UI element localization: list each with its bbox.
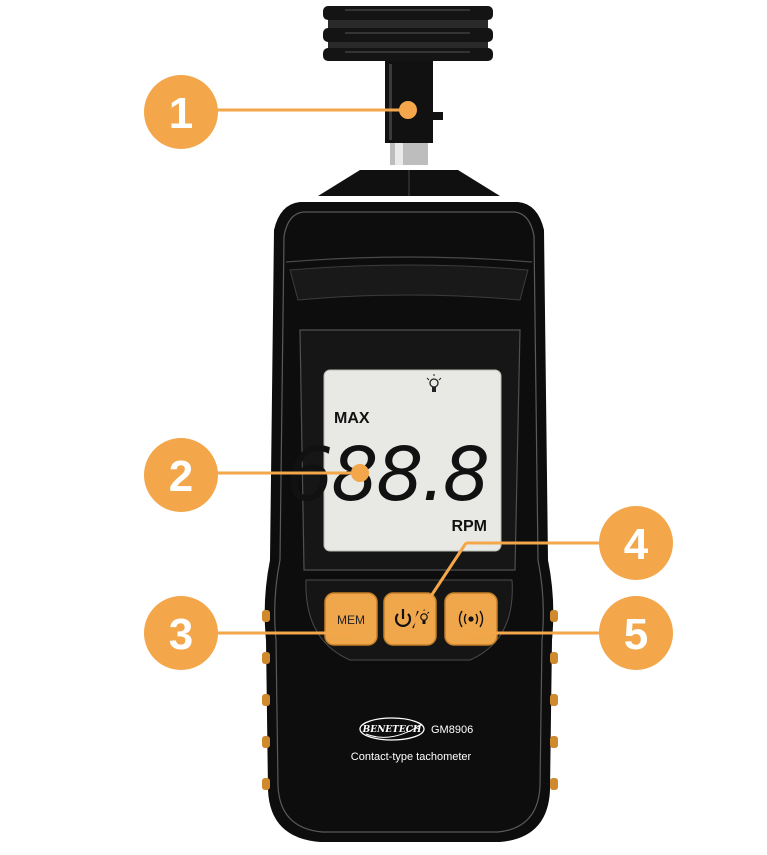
mem-button[interactable]: MEM bbox=[324, 592, 378, 646]
lcd-max-label: MAX bbox=[334, 410, 370, 427]
shaft-holder bbox=[385, 61, 443, 165]
sound-icon bbox=[458, 610, 484, 628]
callout-number: 3 bbox=[169, 610, 193, 659]
callout-number: 1 bbox=[169, 89, 193, 138]
side-grip-left bbox=[262, 610, 270, 790]
callout-4: 4 bbox=[599, 506, 673, 580]
mem-button-label: MEM bbox=[337, 613, 365, 627]
side-grip-right bbox=[550, 610, 558, 790]
callout-number: 2 bbox=[169, 452, 193, 501]
lcd-reading: 688.8 bbox=[286, 432, 488, 518]
model-number: GM8906 bbox=[431, 724, 473, 736]
rubber-wheel bbox=[323, 6, 493, 61]
bulb-icon bbox=[426, 374, 442, 392]
callout-3: 3 bbox=[144, 596, 218, 670]
callout-2: 2 bbox=[144, 438, 218, 512]
brand-logo: BENETECH bbox=[359, 717, 425, 741]
brand-logo-text: BENETECH bbox=[362, 725, 422, 735]
callout-5: 5 bbox=[599, 596, 673, 670]
callout-number: 4 bbox=[624, 520, 649, 569]
callout-number: 5 bbox=[624, 610, 648, 659]
device-description: Contact-type tachometer bbox=[351, 751, 472, 763]
callout-lines bbox=[215, 101, 603, 635]
sound-button[interactable] bbox=[444, 592, 498, 646]
lcd-unit: RPM bbox=[451, 518, 487, 535]
lcd-display: MAX 688.8 RPM bbox=[286, 369, 502, 552]
callout-1: 1 bbox=[144, 75, 218, 149]
